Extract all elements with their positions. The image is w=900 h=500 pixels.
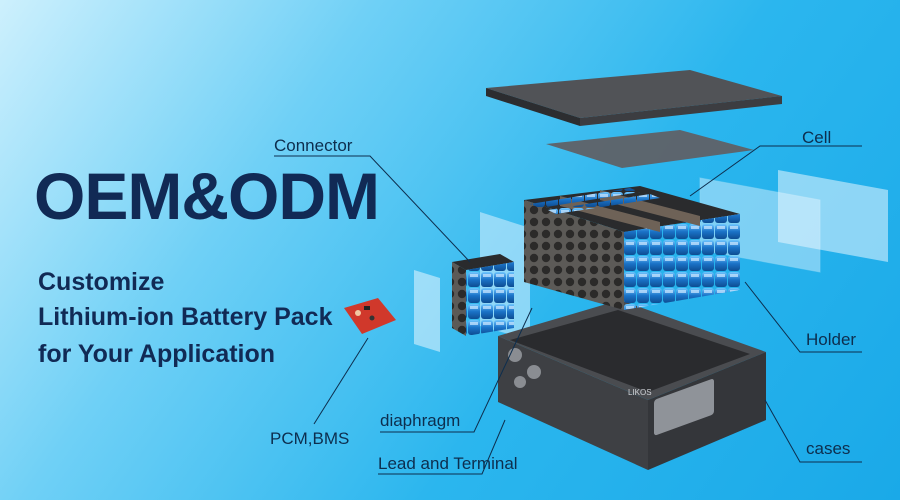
- pcm-bms-board: [344, 298, 396, 334]
- label-connector: Connector: [274, 136, 353, 155]
- label-cell: Cell: [802, 128, 832, 147]
- subtitle-line-3: for Your Application: [38, 340, 276, 368]
- label-lead-and-terminal: Lead and Terminal: [378, 454, 518, 473]
- label-cases: cases: [806, 439, 851, 458]
- case-lid: [486, 70, 782, 126]
- label-holder: Holder: [806, 330, 857, 349]
- label-pcm-bms: PCM,BMS: [270, 429, 350, 448]
- label-diaphragm: diaphragm: [380, 411, 461, 430]
- callout-lines: [274, 145, 862, 475]
- cell-module-small: [452, 254, 514, 336]
- subtitle-line-1: Customize: [38, 268, 165, 296]
- case-brand-text: LIKOS: [628, 388, 652, 397]
- insulation-sheet: [546, 130, 754, 168]
- headline-oem-odm: OEM&ODM: [34, 159, 380, 233]
- battery-case: LIKOS: [498, 300, 766, 470]
- side-plate-right-back: [778, 170, 888, 262]
- subtitle-line-2: Lithium-ion Battery Pack: [38, 303, 333, 331]
- cell-module-main: [524, 186, 740, 310]
- diaphragm-plate-left: [414, 270, 440, 352]
